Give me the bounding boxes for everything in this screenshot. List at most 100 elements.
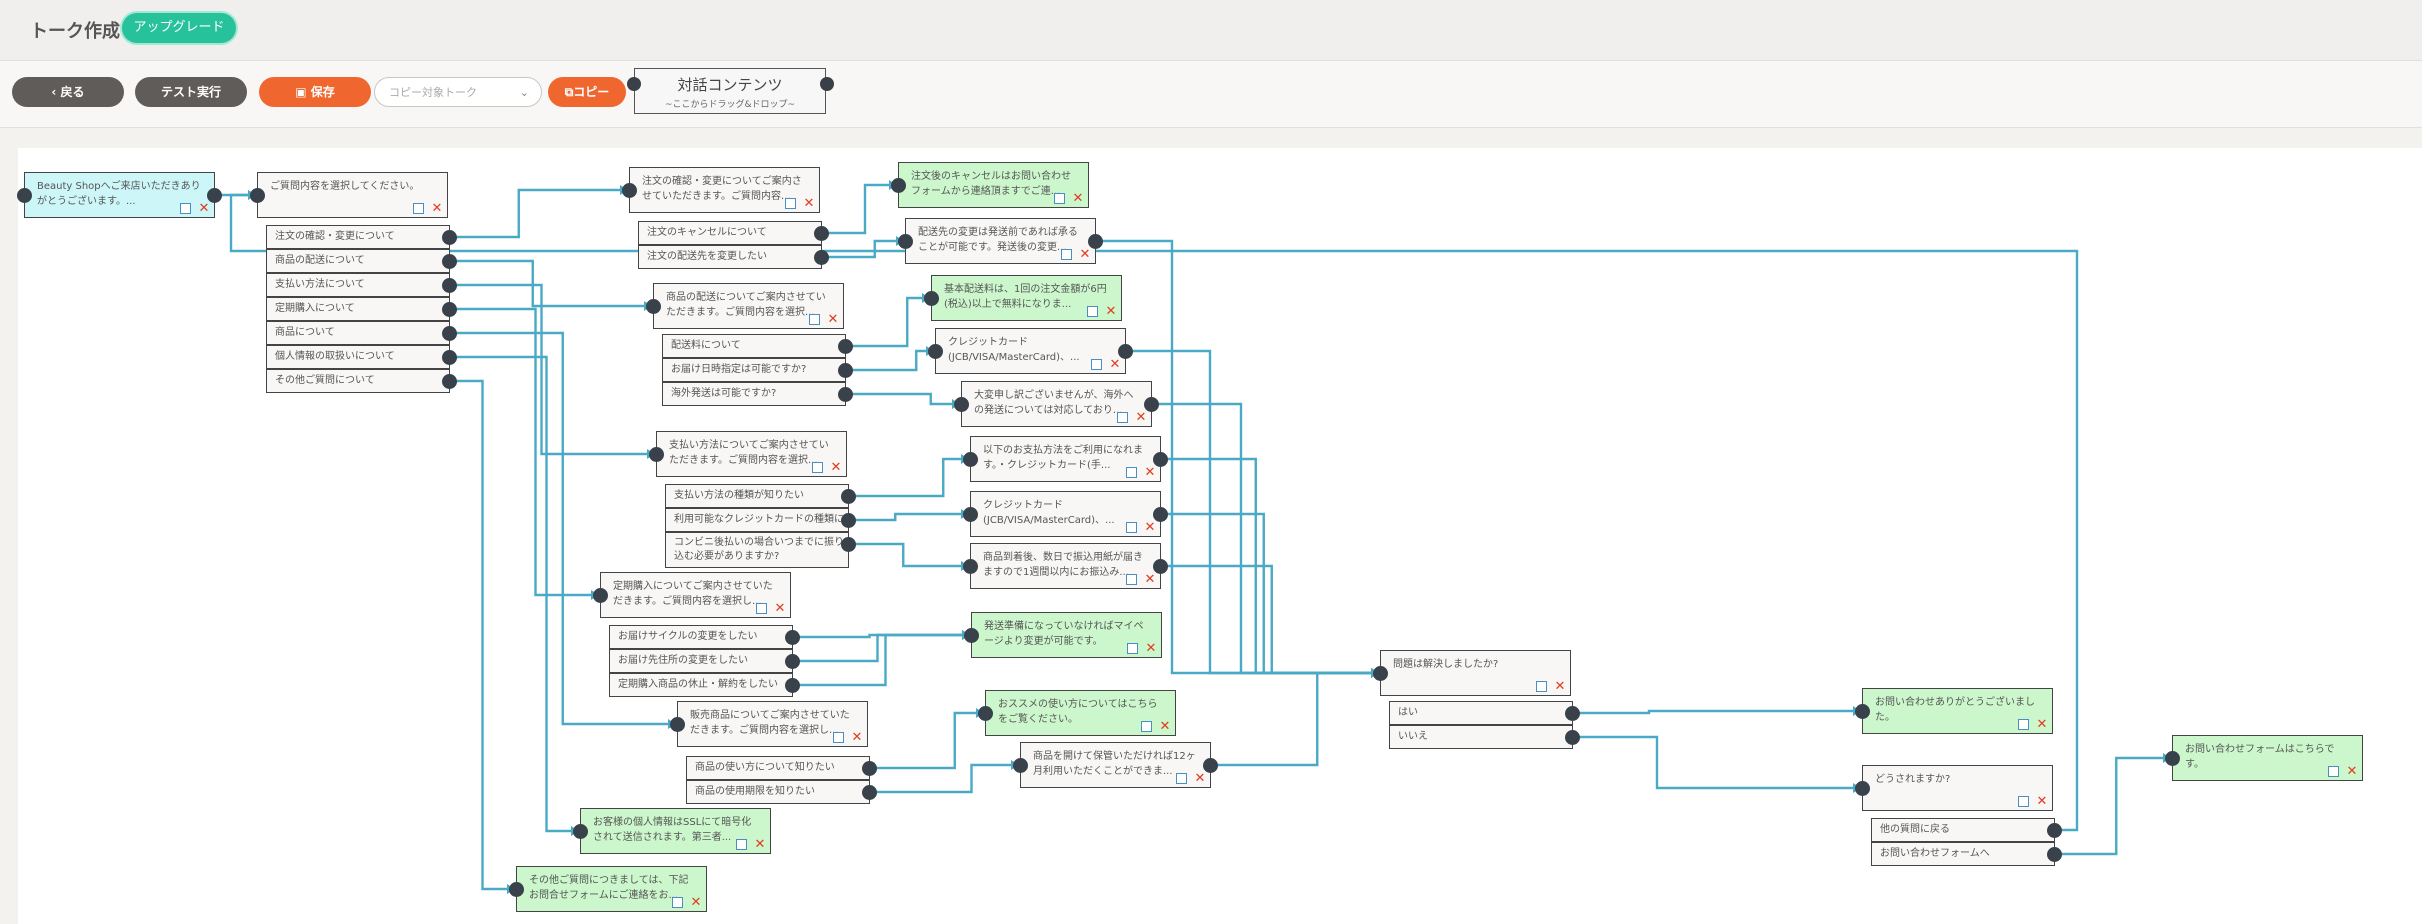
delete-icon[interactable]: ✕ [2036,794,2048,809]
delete-icon[interactable]: ✕ [1144,520,1156,535]
option-order-1[interactable]: 注文の配送先を変更したい [638,245,822,269]
node-thanks[interactable]: お問い合わせありがとうございました。✕ [1862,688,2053,734]
delete-icon[interactable]: ✕ [1145,641,1157,656]
palette-output-port[interactable] [820,77,834,91]
option-product-1[interactable]: 商品の使用期限を知りたい [686,780,870,804]
option-output-port[interactable] [862,785,877,800]
input-port[interactable] [898,234,913,249]
option-output-port[interactable] [1565,706,1580,721]
edit-icon[interactable] [812,462,823,473]
option-delivery-2[interactable]: 海外発送は可能ですか? [662,382,846,406]
input-port[interactable] [1855,781,1870,796]
option-output-port[interactable] [442,374,457,389]
output-port[interactable] [1153,507,1168,522]
output-port[interactable] [1088,234,1103,249]
delete-icon[interactable]: ✕ [774,601,786,616]
input-port[interactable] [1855,704,1870,719]
output-port[interactable] [1118,344,1133,359]
edit-icon[interactable] [1126,574,1137,585]
output-port[interactable] [1144,397,1159,412]
input-port[interactable] [649,447,664,462]
option-output-port[interactable] [814,250,829,265]
output-port[interactable] [207,188,222,203]
delete-icon[interactable]: ✕ [754,837,766,852]
delete-icon[interactable]: ✕ [198,201,210,216]
edit-icon[interactable] [1087,306,1098,317]
input-port[interactable] [250,188,265,203]
test-run-button[interactable]: テスト実行 [135,77,247,107]
back-button[interactable]: ‹ 戻る [12,77,124,107]
option-how-0[interactable]: 他の質問に戻る [1871,818,2055,842]
node-delivery-date[interactable]: クレジットカード(JCB/VISA/MasterCard)、...✕ [935,328,1126,374]
node-subscription[interactable]: 定期購入についてご案内させていただきます。ご質問内容を選択し...✕ [600,572,791,618]
option-output-port[interactable] [838,387,853,402]
input-port[interactable] [1373,666,1388,681]
edit-icon[interactable] [736,839,747,850]
delete-icon[interactable]: ✕ [690,895,702,910]
option-output-port[interactable] [2047,823,2062,838]
option-resolved-0[interactable]: はい [1389,701,1573,725]
option-main-1[interactable]: 商品の配送について [266,249,450,273]
option-resolved-1[interactable]: いいえ [1389,725,1573,749]
node-product-use[interactable]: おススメの使い方についてはこちらをご覧ください。✕ [985,690,1176,736]
option-output-port[interactable] [814,226,829,241]
delete-icon[interactable]: ✕ [2036,717,2048,732]
node-payment[interactable]: 支払い方法についてご案内させていただきます。ご質問内容を選択...✕ [656,431,847,477]
output-port[interactable] [1153,452,1168,467]
option-output-port[interactable] [2047,847,2062,862]
edit-icon[interactable] [1126,522,1137,533]
delete-icon[interactable]: ✕ [1105,304,1117,319]
delete-icon[interactable]: ✕ [1079,247,1091,262]
node-other[interactable]: その他ご質問につきましては、下記お問合せフォームにご連絡をお...✕ [516,866,707,912]
option-output-port[interactable] [442,326,457,341]
edit-icon[interactable] [833,732,844,743]
option-output-port[interactable] [841,537,856,552]
edit-icon[interactable] [756,603,767,614]
input-port[interactable] [964,628,979,643]
option-output-port[interactable] [838,339,853,354]
input-port[interactable] [954,397,969,412]
input-port[interactable] [670,717,685,732]
node-product-expiry[interactable]: 商品を開けて保管いただければ12ヶ月利用いただくことができま...✕ [1020,742,1211,788]
option-output-port[interactable] [862,761,877,776]
edit-icon[interactable] [785,198,796,209]
input-port[interactable] [573,824,588,839]
option-how-1[interactable]: お問い合わせフォームへ [1871,842,2055,866]
flow-canvas[interactable]: Beauty Shopへご来店いただきありがとうございます。...✕ご質問内容を… [17,148,2422,924]
node-pay-conv[interactable]: 商品到着後、数日で振込用紙が届きますので1週間以内にお振込み...✕ [970,543,1161,589]
node-delivery[interactable]: 商品の配送についてご案内させていただきます。ご質問内容を選択...✕ [653,283,844,329]
node-pay-methods[interactable]: 以下のお支払方法をご利用になれます。・クレジットカード(手...✕ [970,436,1161,482]
edit-icon[interactable] [413,203,424,214]
node-overseas[interactable]: 大変申し訳ございませんが、海外への発送については対応しており...✕ [961,381,1152,427]
node-form[interactable]: お問い合わせフォームはこちらです。✕ [2172,735,2363,781]
edit-icon[interactable] [2018,719,2029,730]
option-main-6[interactable]: その他ご質問について [266,369,450,393]
node-shipping-fee[interactable]: 基本配送料は、1回の注文金額が6円(税込)以上で無料になりま...✕ [931,275,1122,321]
node-order-address[interactable]: 配送先の変更は発送前であれば承ることが可能です。発送後の変更...✕ [905,218,1096,264]
option-main-4[interactable]: 商品について [266,321,450,345]
input-port[interactable] [2165,751,2180,766]
option-delivery-1[interactable]: お届け日時指定は可能ですか? [662,358,846,382]
input-port[interactable] [17,188,32,203]
input-port[interactable] [928,344,943,359]
delete-icon[interactable]: ✕ [1109,357,1121,372]
option-payment-2[interactable]: コンビニ後払いの場合いつまでに振り込む必要がありますか? [665,532,849,568]
option-output-port[interactable] [442,350,457,365]
input-port[interactable] [1013,758,1028,773]
option-output-port[interactable] [785,630,800,645]
node-order[interactable]: 注文の確認・変更についてご案内させていただきます。ご質問内容...✕ [629,167,820,213]
delete-icon[interactable]: ✕ [1135,410,1147,425]
edit-icon[interactable] [2018,796,2029,807]
option-output-port[interactable] [442,230,457,245]
node-resolved[interactable]: 問題は解決しましたか?✕ [1380,650,1571,696]
input-port[interactable] [646,299,661,314]
edit-icon[interactable] [1176,773,1187,784]
edit-icon[interactable] [1536,681,1547,692]
input-port[interactable] [891,178,906,193]
input-port[interactable] [963,452,978,467]
option-main-0[interactable]: 注文の確認・変更について [266,225,450,249]
option-output-port[interactable] [1565,730,1580,745]
input-port[interactable] [924,291,939,306]
edit-icon[interactable] [1127,643,1138,654]
copy-button[interactable]: ⧉コピー [548,77,626,107]
